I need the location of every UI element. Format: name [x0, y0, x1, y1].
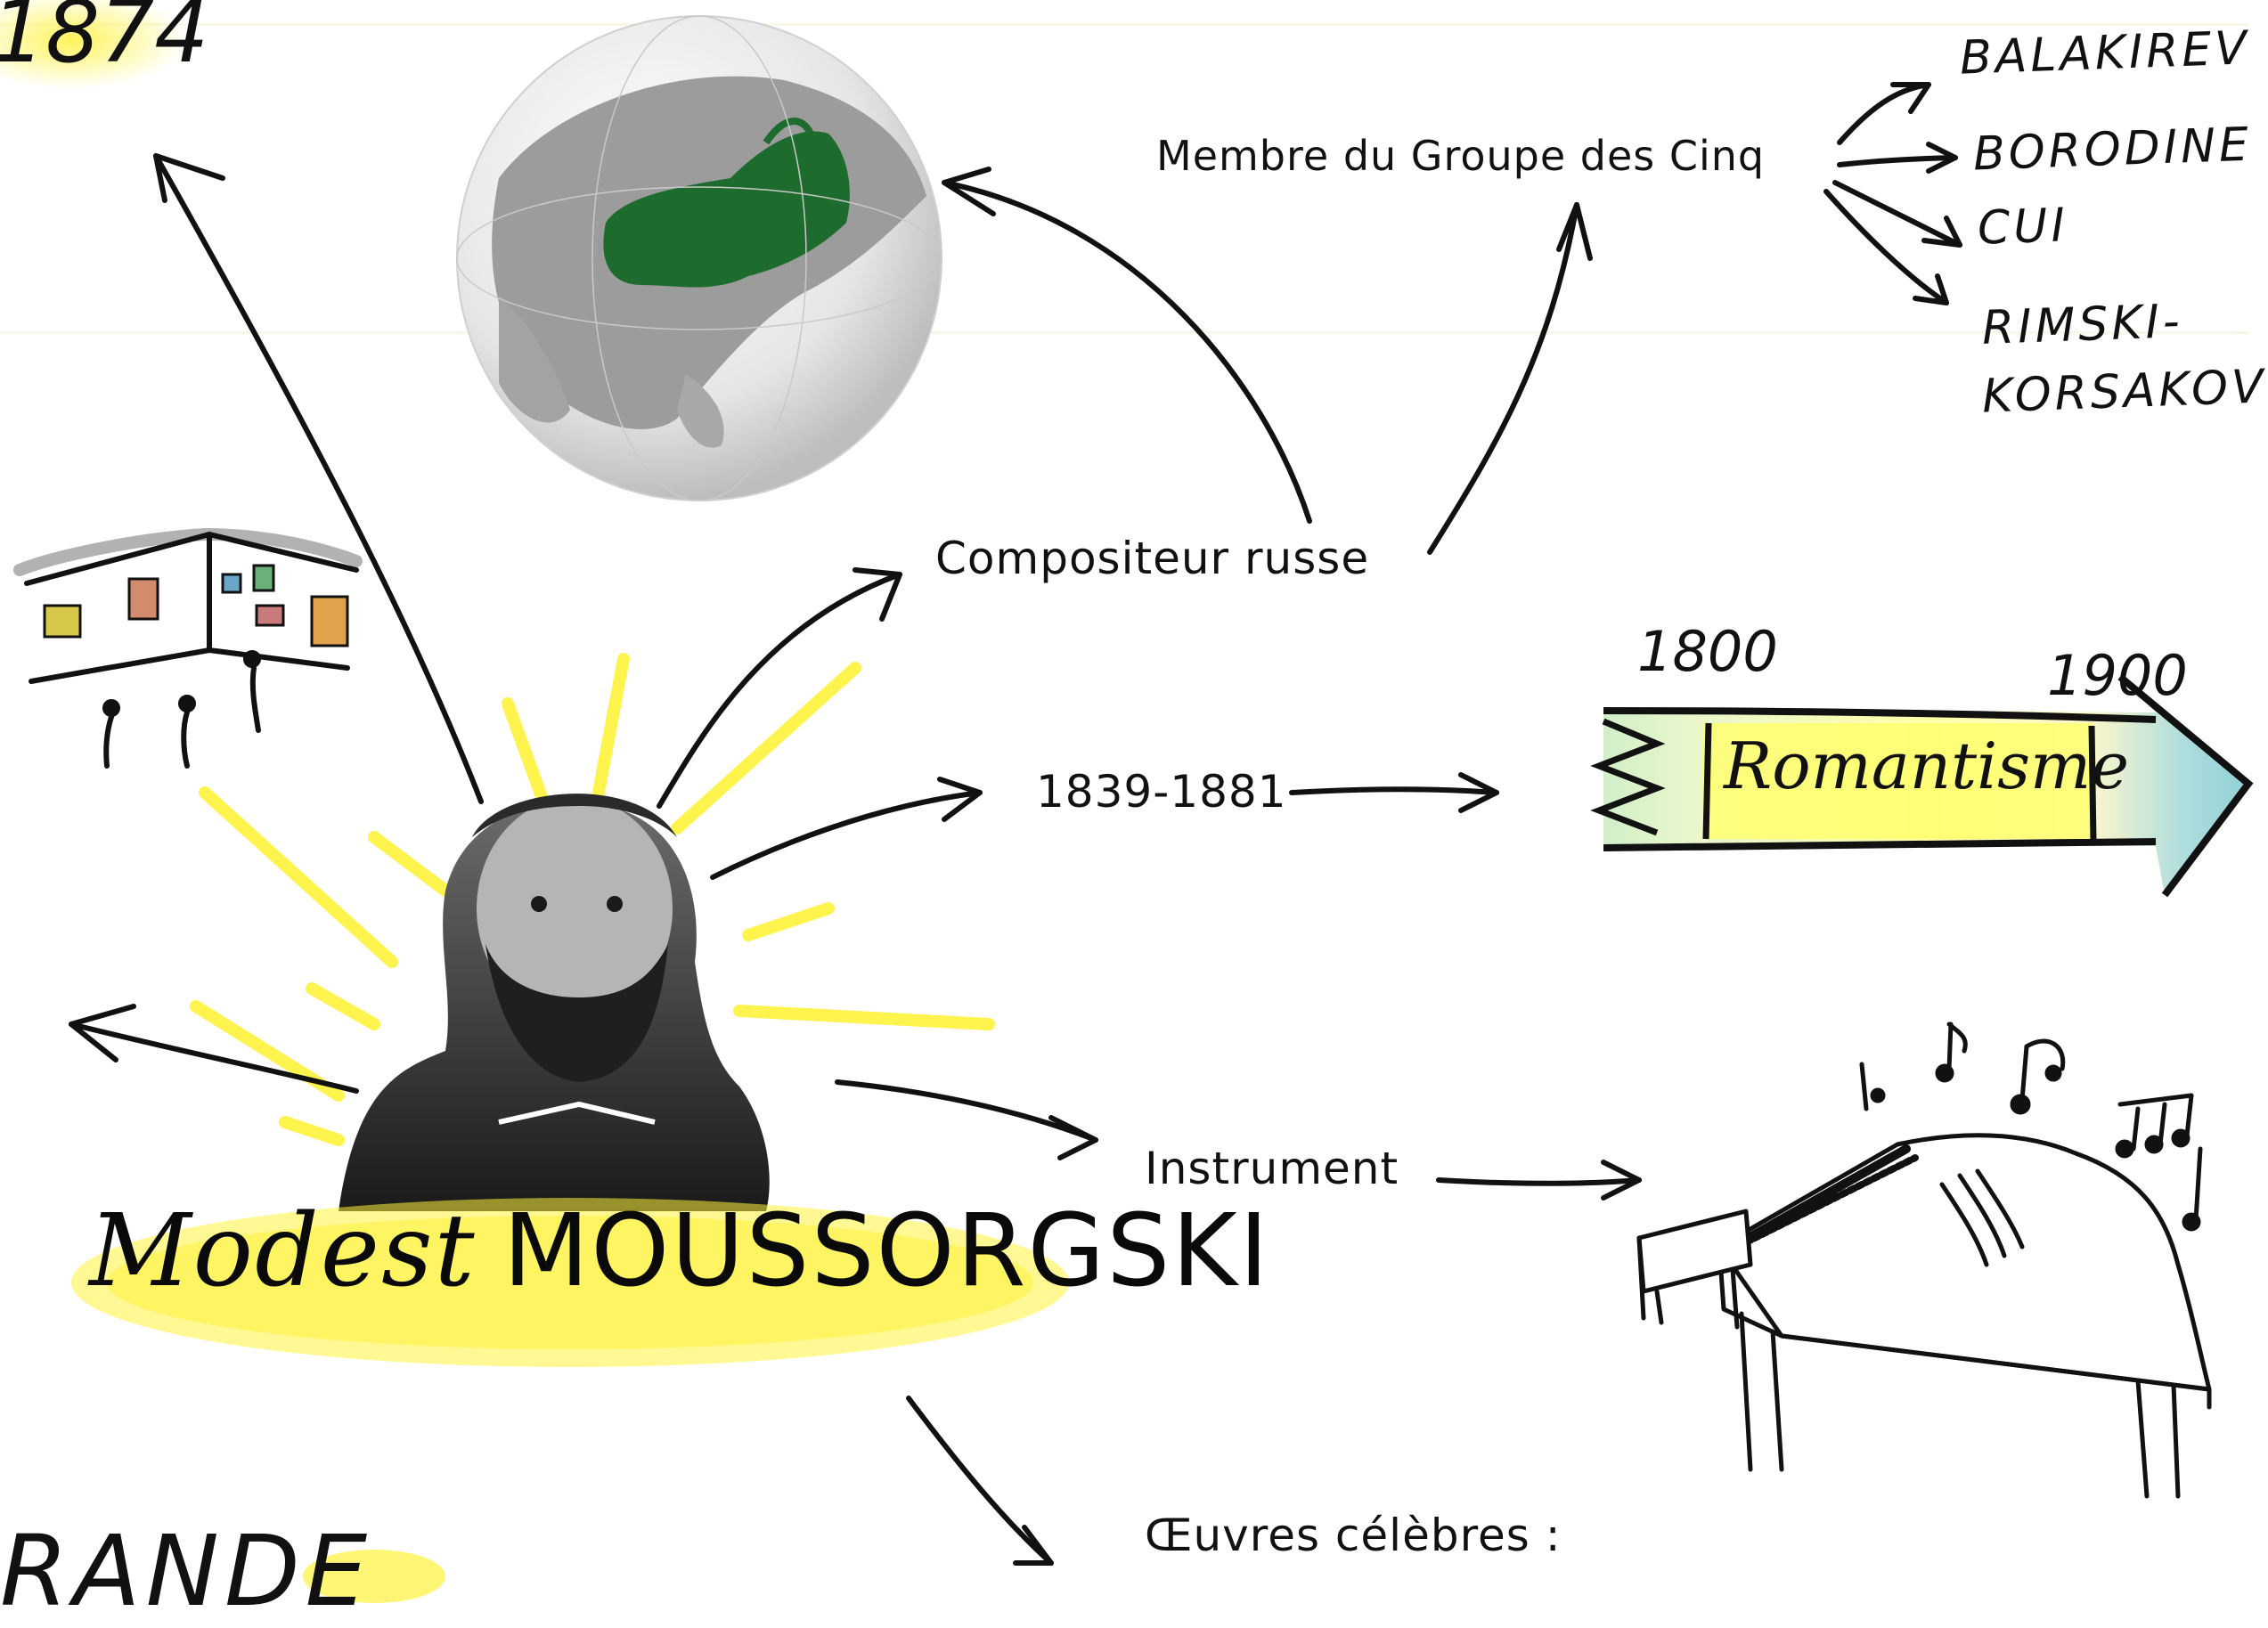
member-rimski: RIMSKI-	[1981, 295, 2184, 355]
node-group: Membre du Groupe des Cinq	[1156, 132, 1766, 180]
member-cui: CUI	[1976, 199, 2069, 256]
music-notes-icon	[1859, 1022, 2203, 1232]
arrow-group-to-borodine	[1837, 155, 1958, 167]
arrow-to-instrument	[835, 1079, 1098, 1143]
bottom-highlight	[303, 1550, 445, 1603]
arrow-to-nationality	[657, 572, 902, 809]
arrow-to-left	[69, 1022, 359, 1094]
mindmap-canvas	[0, 0, 2254, 1603]
year-highlight	[0, 0, 187, 89]
gallery-exhibition-icon	[13, 527, 363, 769]
name-highlight	[71, 1198, 1069, 1367]
timeline-start-year: 1800	[1637, 619, 1778, 684]
connector-arrows	[69, 82, 1962, 1566]
year-1874: 1874	[0, 0, 209, 82]
member-borodine: BORODINE	[1972, 118, 2253, 182]
page-guide-line-top	[0, 23, 2248, 26]
arrow-to-1874	[153, 153, 484, 804]
node-works: Œuvres célèbres :	[1145, 1510, 1562, 1561]
arrow-group-to-cui	[1832, 180, 1962, 248]
bottom-left-fragment: RANDE	[0, 1514, 373, 1628]
grand-piano-icon	[1636, 1133, 2212, 1499]
node-nationality: Compositeur russe	[935, 533, 1370, 584]
arrow-dates-to-timeline	[1289, 786, 1499, 795]
composer-last-name: MOUSSORGSKI	[502, 1193, 1270, 1309]
node-dates: 1839-1881	[1036, 766, 1287, 818]
timeline-period: Romantisme	[1724, 729, 2129, 803]
timeline-arrow	[1590, 673, 2254, 898]
arrow-to-works	[906, 1396, 1054, 1566]
arrow-instrument-to-piano	[1436, 1177, 1642, 1186]
arrow-nationality-to-globe	[942, 180, 1312, 524]
member-balakirev: BALAKIREV	[1959, 21, 2251, 85]
arrow-to-dates	[710, 790, 983, 880]
page-guide-line-mid	[0, 331, 2248, 334]
arrow-group-to-balakirev	[1837, 82, 1931, 145]
member-korsakov: KORSAKOV	[1981, 360, 2268, 424]
composer-first-name: Modest	[89, 1193, 477, 1309]
node-instrument: Instrument	[1145, 1143, 1399, 1194]
globe-russia-icon	[456, 15, 942, 501]
portrait-icon	[339, 794, 770, 1211]
arrow-group-to-rimski	[1823, 189, 1949, 305]
timeline-end-year: 1900	[2047, 643, 2188, 708]
arrow-nationality-to-group	[1427, 202, 1579, 555]
